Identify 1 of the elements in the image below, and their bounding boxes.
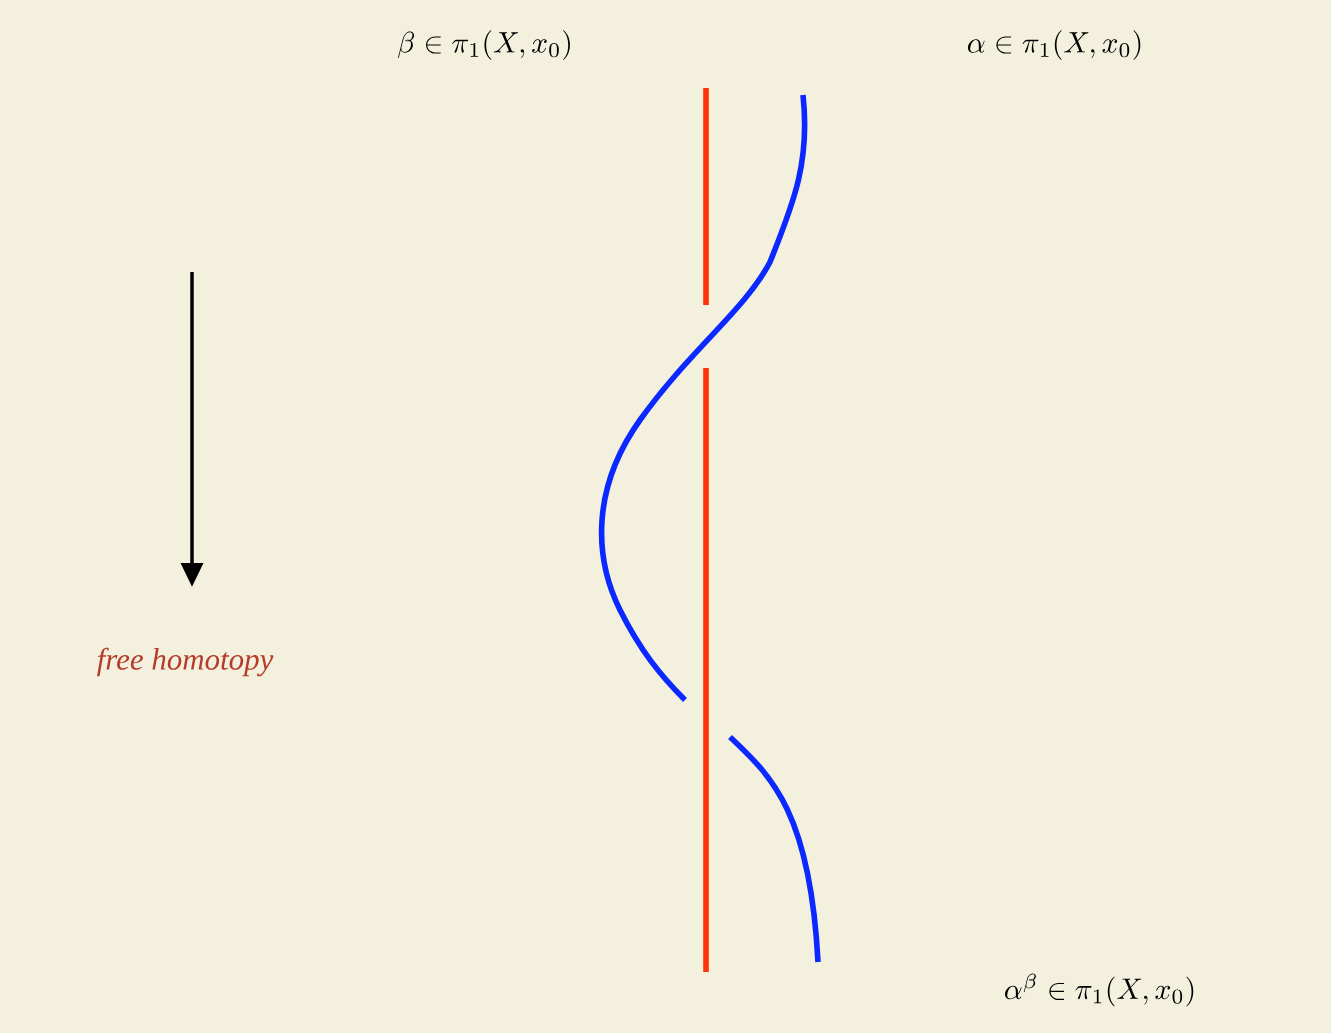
homotopy-label: free homotopy <box>97 647 274 677</box>
